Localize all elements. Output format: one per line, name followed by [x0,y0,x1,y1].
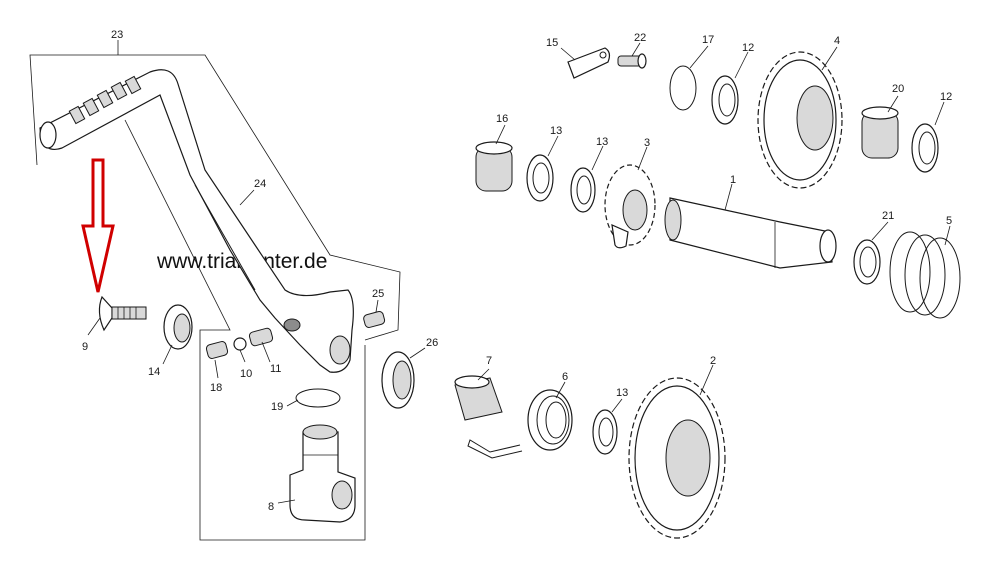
leader-lines [87,40,951,504]
part-4-gear [757,51,843,189]
part-11-spring [248,327,274,347]
part-15-plate [567,47,611,79]
part-19-o-ring [295,388,341,408]
part-5-spring [889,231,961,319]
part-16-needle-bearing [475,141,513,192]
callout-13-lower: 13 [616,387,628,399]
part-14-seal [163,304,193,350]
callout-8: 8 [268,501,274,513]
group-outline-box [124,119,366,541]
callout-7: 7 [486,355,492,367]
callout-25: 25 [372,288,384,300]
part-17-circlip [669,65,697,111]
callout-12-top: 12 [742,42,754,54]
part-12-washer-top [711,75,739,125]
callout-21: 21 [882,210,894,222]
part-3-ratchet [604,164,656,249]
callout-24: 24 [254,178,266,190]
kick-lever [39,69,354,373]
callout-3: 3 [644,137,650,149]
part-8-shaft-bracket [289,424,356,523]
callout-22: 22 [634,32,646,44]
callout-17: 17 [702,34,714,46]
callout-11: 11 [270,363,281,375]
part-21-washer [853,239,881,285]
part-9-bolt [98,295,147,332]
callout-10: 10 [240,368,252,380]
callout-13-right: 13 [596,136,608,148]
callout-2: 2 [710,355,716,367]
part-7-bushing [454,375,503,421]
callout-12-right: 12 [940,91,952,103]
callout-16: 16 [496,113,508,125]
part-13-washer-right [570,167,596,213]
part-13-washer-left [526,154,554,202]
red-arrow-indicator [81,158,115,293]
callout-13-left: 13 [550,125,562,137]
callout-14: 14 [148,366,160,378]
part-12-washer-right [911,123,939,173]
callout-18: 18 [210,382,222,394]
callout-labels: 1 2 3 4 5 6 7 8 9 10 11 12 12 13 13 13 1… [82,29,952,513]
part-25-screw [363,311,386,328]
part-13-washer-lower [592,409,618,455]
callout-6: 6 [562,371,568,383]
part-2-gear [628,377,726,539]
callout-20: 20 [892,83,904,95]
callout-26: 26 [426,337,438,349]
part-18-spring [205,341,229,359]
callout-19: 19 [271,401,283,413]
part-1-shaft [664,197,837,269]
part-6-torsion-spring [467,389,573,459]
part-10-ball [233,337,247,351]
callout-1: 1 [730,174,736,186]
part-20-needle-bearing [861,106,899,159]
callout-15: 15 [546,37,558,49]
callout-23: 23 [111,29,123,41]
callout-9: 9 [82,341,88,353]
callout-5: 5 [946,215,952,227]
part-26-seal [381,351,415,409]
group-outline-23 [29,54,401,341]
callout-4: 4 [834,35,840,47]
part-22-screw [617,53,647,69]
